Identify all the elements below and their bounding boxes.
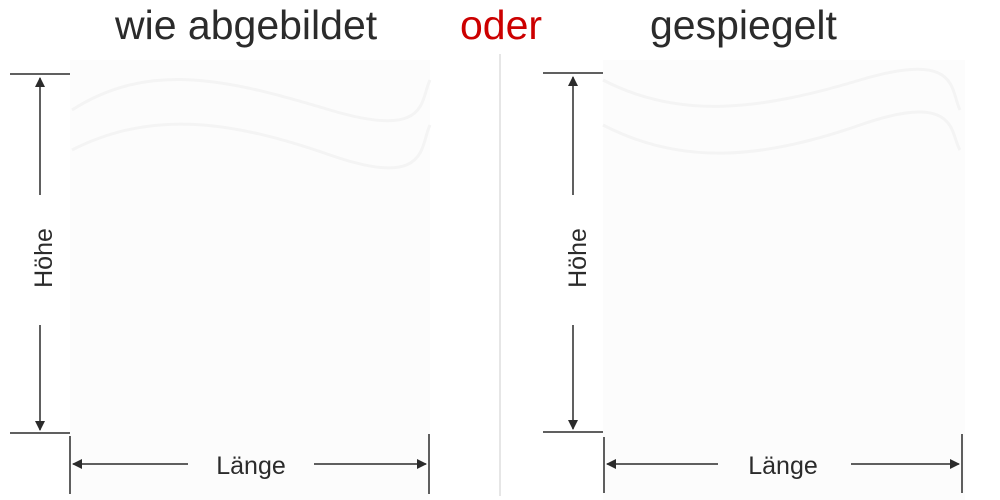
- right-wave-shape: [602, 67, 962, 111]
- heading-as-shown: wie abgebildet: [115, 2, 378, 48]
- left-length-label: Länge: [216, 452, 286, 480]
- right-length-dimension: Länge: [603, 434, 963, 493]
- right-height-dimension: Höhe: [543, 72, 603, 433]
- right-panel-area: [603, 60, 965, 500]
- right-length-label: Länge: [748, 452, 818, 480]
- left-wave-shape-2: [71, 122, 432, 170]
- left-length-dimension: Länge: [69, 434, 430, 494]
- heading-or: oder: [460, 2, 543, 48]
- left-wave-shape: [71, 78, 432, 123]
- heading-mirrored: gespiegelt: [650, 2, 837, 48]
- right-height-label: Höhe: [564, 228, 592, 288]
- left-panel-area: [70, 60, 430, 500]
- left-height-dimension: Höhe: [10, 73, 70, 434]
- left-height-label: Höhe: [30, 228, 58, 288]
- right-wave-shape-2: [602, 110, 962, 155]
